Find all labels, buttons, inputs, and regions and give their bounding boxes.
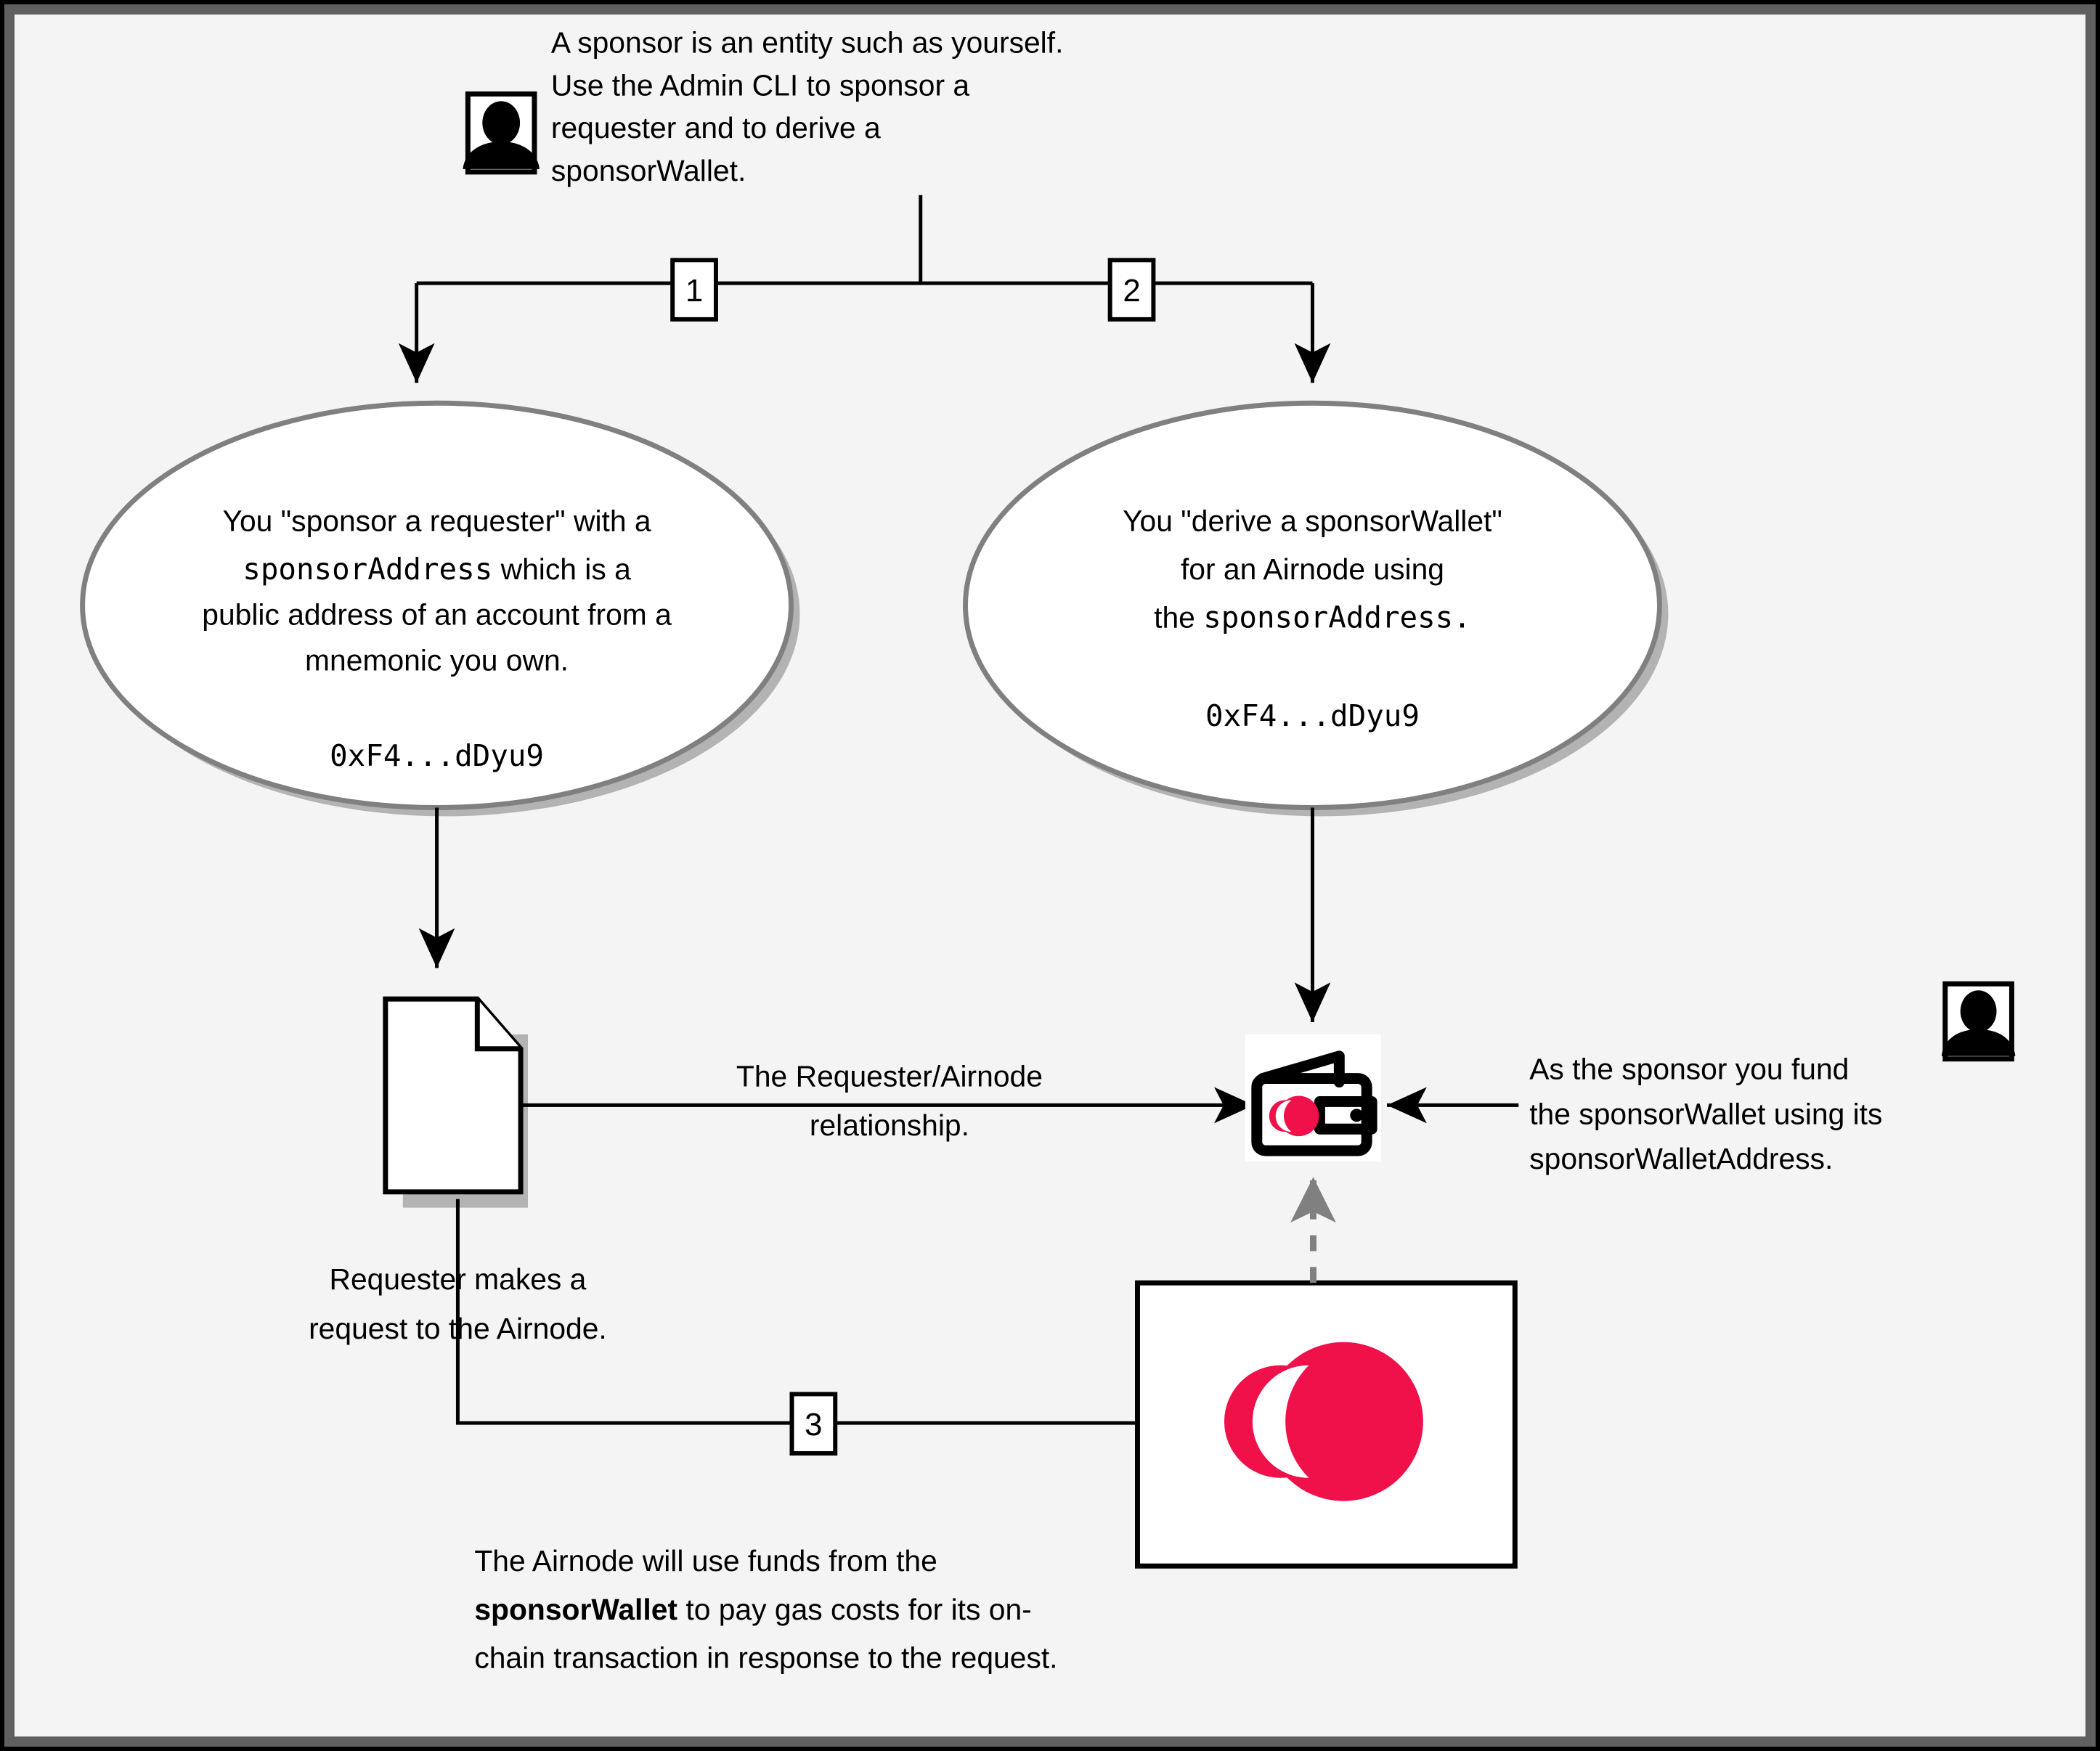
intro-line-1: A sponsor is an entity such as yourself.	[551, 26, 1064, 60]
api3-logo-small	[1269, 1095, 1319, 1137]
ellipse-sponsor-a-requester: You "sponsor a requester" with a sponsor…	[80, 400, 800, 817]
step-label-2: 2	[1107, 258, 1156, 322]
step-label-1: 1	[670, 258, 718, 322]
ellipse-right-address: 0xF4...dDyu9	[1205, 698, 1420, 733]
ellipse-left-address: 0xF4...dDyu9	[330, 738, 544, 773]
step-label-3: 3	[789, 1392, 838, 1456]
step-label-1-text: 1	[685, 273, 703, 309]
step-label-3-text: 3	[805, 1407, 822, 1442]
intro-line-3: requester and to derive a	[551, 111, 881, 144]
ellipse-right-line-1: You "derive a sponsorWallet"	[1123, 504, 1502, 537]
relationship-label: The Requester/Airnode relationship.	[736, 1060, 1043, 1143]
intro-block: A sponsor is an entity such as yourself.…	[463, 26, 1063, 187]
bottom-caption-line-2: sponsorWallet to pay gas costs for its o…	[474, 1593, 1031, 1626]
ellipse-left-line-1: You "sponsor a requester" with a	[222, 504, 651, 537]
intro-line-2: Use the Admin CLI to sponsor a	[551, 68, 970, 102]
bottom-caption-line-3: chain transaction in response to the req…	[474, 1641, 1057, 1674]
person-icon	[463, 91, 540, 175]
relationship-label-line-1: The Requester/Airnode	[736, 1060, 1043, 1093]
diagram-canvas: A sponsor is an entity such as yourself.…	[80, 26, 2016, 1674]
step-label-2-text: 2	[1123, 273, 1140, 309]
airnode-logo-box	[1135, 1280, 1518, 1569]
ellipse-left-line-2: sponsorAddress which is a	[243, 552, 631, 587]
sponsor-funds-note: As the sponsor you fund the sponsorWalle…	[1529, 981, 2016, 1175]
wallet-icon	[1245, 1034, 1382, 1162]
ellipse-right-line-2: for an Airnode using	[1181, 552, 1444, 586]
ellipse-derive-a-sponsorwallet: You "derive a sponsorWallet" for an Airn…	[963, 400, 1669, 817]
ellipse-right-line-3: the sponsorAddress.	[1154, 600, 1471, 635]
intro-line-4: sponsorWallet.	[551, 154, 746, 187]
relationship-label-line-2: relationship.	[810, 1109, 969, 1142]
sponsor-funds-line-1: As the sponsor you fund	[1529, 1053, 1849, 1086]
bottom-caption: The Airnode will use funds from the spon…	[474, 1544, 1057, 1674]
sponsor-funds-line-2: the sponsorWallet using its	[1529, 1097, 1882, 1130]
ellipse-left-line-3: public address of an account from a	[202, 598, 672, 632]
ellipse-left-line-4: mnemonic you own.	[305, 643, 569, 677]
api3-logo	[1224, 1342, 1423, 1501]
person-icon	[1941, 981, 2016, 1062]
document-icon	[383, 996, 529, 1208]
sponsor-funds-line-3: sponsorWalletAddress.	[1529, 1142, 1833, 1175]
diagram-frame: A sponsor is an entity such as yourself.…	[4, 4, 2096, 1747]
arrow-requester-to-airnode	[455, 1199, 1201, 1442]
step-connectors: 1 2	[398, 195, 1331, 383]
bottom-caption-line-1: The Airnode will use funds from the	[474, 1544, 937, 1577]
